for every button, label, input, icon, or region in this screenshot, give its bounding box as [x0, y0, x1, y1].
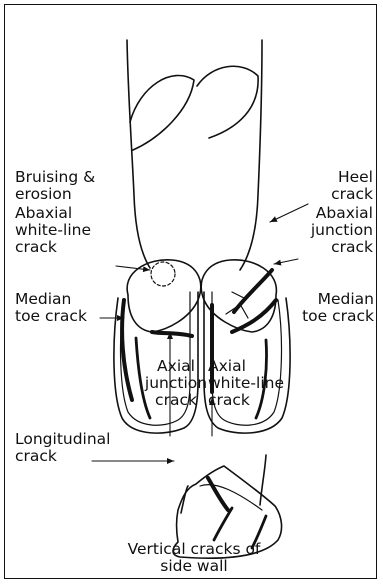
vertical-crack-1 [214, 508, 232, 540]
label-median-toe-crack-right: Median toe crack [302, 291, 374, 325]
label-axial-white-line-crack: Axial white-line crack [208, 358, 284, 409]
arrow-heel-crack [270, 204, 308, 222]
label-longitudinal-crack: Longitudinal crack [15, 431, 111, 465]
label-abaxial-white-line-crack: Abaxial white-line crack [15, 205, 91, 256]
label-vertical-cracks: Vertical cracks of side wall [104, 541, 284, 575]
heel-crack-mark [234, 270, 272, 312]
label-bruising-erosion: Bruising & erosion [15, 169, 95, 203]
longitudinal-crack-mark [208, 478, 228, 510]
label-axial-junction-crack: Axial junction crack [136, 358, 216, 409]
arrow-abaxial-junction [274, 259, 298, 264]
label-median-toe-crack-left: Median toe crack [15, 291, 87, 325]
label-abaxial-junction-crack: Abaxial junction crack [311, 205, 373, 256]
label-heel-crack: Heel crack [331, 169, 373, 203]
arrow-bruising [116, 266, 150, 270]
axial-junction-crack-mark [152, 332, 192, 336]
dewclaws [130, 66, 258, 150]
leg-outline [127, 40, 262, 270]
bruise-circle [151, 262, 175, 286]
